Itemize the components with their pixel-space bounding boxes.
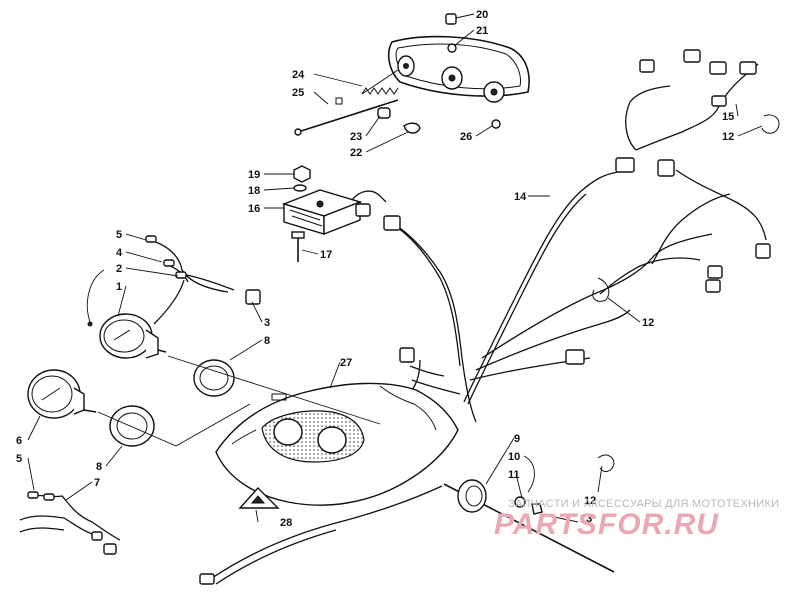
instrument-console	[215, 382, 459, 506]
callout-27: 27	[340, 357, 352, 369]
callout-17: 17	[320, 249, 332, 261]
callout-28: 28	[280, 517, 292, 529]
headlight-assembly	[387, 13, 530, 103]
callout-12-bottom: 12	[584, 495, 596, 507]
callout-9: 9	[514, 433, 520, 445]
callout-5-lower: 5	[16, 453, 22, 465]
speedometer-wire-leads	[145, 235, 261, 325]
warning-decal	[238, 486, 280, 509]
callout-20: 20	[476, 9, 488, 21]
callout-8-upper: 8	[264, 335, 270, 347]
callout-24: 24	[292, 69, 305, 81]
callout-7: 7	[94, 477, 100, 489]
callout-labels: 1 2 3 4 5 5 6 7 8 8 9 10 11 12 12 12 13 …	[16, 9, 734, 529]
callout-15: 15	[722, 111, 734, 123]
adjuster-screw	[294, 99, 399, 136]
callout-26: 26	[460, 131, 472, 143]
callout-6: 6	[16, 435, 22, 447]
routing-guide-lines	[97, 355, 381, 447]
callout-11: 11	[508, 469, 520, 481]
leader-lines	[27, 13, 763, 523]
callout-21: 21	[476, 25, 488, 37]
callout-25: 25	[292, 87, 304, 99]
callout-8-lower: 8	[96, 461, 102, 473]
callout-14: 14	[514, 191, 527, 203]
callout-22: 22	[350, 147, 362, 159]
main-wiring-harness	[383, 63, 767, 423]
callout-18: 18	[248, 185, 260, 197]
callout-4: 4	[116, 247, 123, 259]
speedometer-gauge	[87, 313, 167, 359]
tachometer-gauge	[27, 369, 97, 419]
voltage-regulator	[281, 165, 387, 262]
watermark-brand: PARTSFOR.RU	[494, 508, 719, 541]
callout-12-mid: 12	[642, 317, 654, 329]
callout-23: 23	[350, 131, 362, 143]
callout-10: 10	[508, 451, 520, 463]
callout-12-right: 12	[722, 131, 734, 143]
gauge-ring-upper	[193, 359, 235, 397]
callout-2: 2	[116, 263, 122, 275]
speedometer-drive	[457, 479, 543, 515]
callout-16: 16	[248, 203, 260, 215]
callout-3: 3	[264, 317, 270, 329]
callout-13: 13	[580, 513, 592, 525]
fasteners	[335, 97, 501, 134]
watermark-tagline: ЗАПЧАСТИ И АКСЕССУАРЫ ДЛЯ МОТОТЕХНИКИ	[508, 498, 780, 510]
harness-connectors	[383, 49, 771, 365]
wire-ties	[592, 114, 780, 472]
adjuster-spring	[361, 69, 399, 95]
callout-19: 19	[248, 169, 260, 181]
callout-5-upper: 5	[116, 229, 122, 241]
gauge-ring-lower	[109, 405, 155, 447]
callout-1: 1	[116, 281, 122, 293]
tachometer-wire-leads	[19, 491, 121, 555]
